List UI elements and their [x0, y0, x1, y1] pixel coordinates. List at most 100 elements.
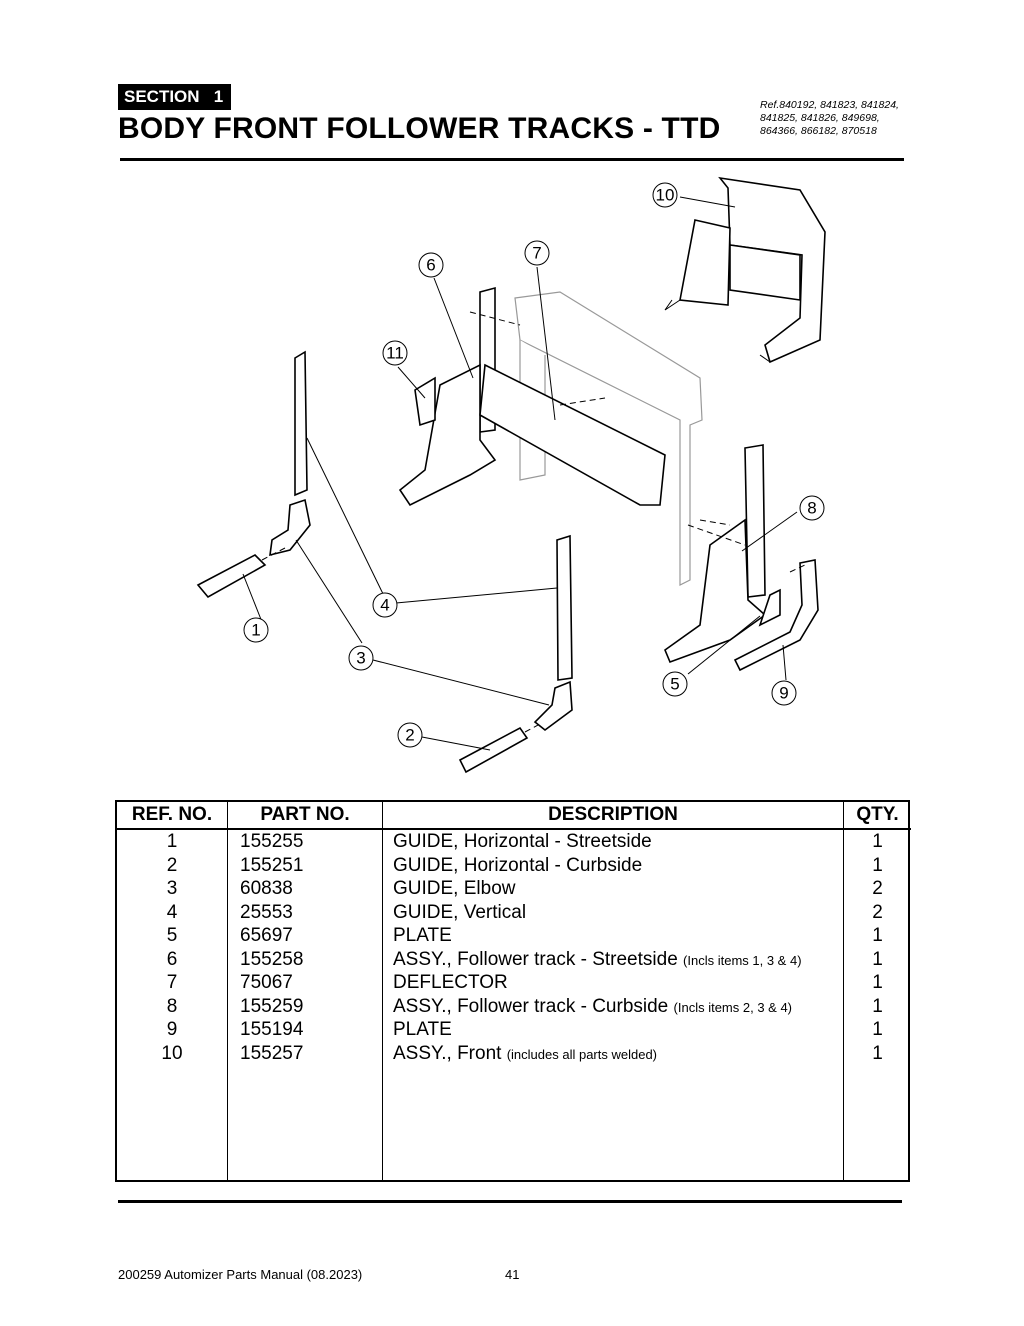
table-cell-description: ASSY., Follower track - Streetside (Incl… [383, 948, 843, 972]
svg-text:5: 5 [670, 675, 679, 694]
page-number: 41 [505, 1267, 520, 1282]
table-cell-description: GUIDE, Horizontal - Streetside [383, 830, 843, 854]
callout-8: 8 [799, 495, 825, 521]
footer-manual-title: 200259 Automizer Parts Manual (08.2023) [118, 1267, 363, 1282]
table-cell-qty: 1 [872, 831, 883, 852]
vertical-guide-drawing [294, 350, 308, 497]
callout-9: 9 [771, 680, 797, 706]
header-ref-no: REF. NO. [117, 802, 228, 830]
table-cell-description: GUIDE, Elbow [383, 877, 843, 901]
header-part-no: PART NO. [227, 802, 383, 830]
section-badge: SECTION 1 [118, 84, 232, 110]
plate-rear-drawing [733, 559, 819, 672]
table-cell-qty: 2 [872, 901, 883, 923]
callout-6: 6 [418, 252, 444, 278]
exploded-parts-diagram: 1 2 3 4 5 6 7 8 9 10 11 [196, 176, 826, 774]
table-cell-ref: 5 [166, 925, 178, 946]
table-cell-description: DEFLECTOR [383, 971, 843, 995]
description-note: (Incls items 1, 3 & 4) [683, 952, 802, 968]
header-description: DESCRIPTION [382, 802, 844, 830]
table-cell-ref: 6 [166, 948, 178, 970]
table-header-row: REF. NO. PART NO. DESCRIPTION QTY. [117, 802, 911, 830]
table-cell-ref: 10 [161, 1042, 183, 1064]
description-note: (includes all parts welded) [506, 1046, 658, 1062]
description-text: GUIDE, Horizontal - Curbside [393, 854, 643, 876]
horizontal-guide-curbside-drawing [458, 723, 541, 774]
table-cell-part: 155258 [240, 948, 304, 970]
table-cell-description: ASSY., Front (includes all parts welded) [383, 1042, 843, 1066]
callout-3: 3 [348, 645, 374, 671]
svg-text:6: 6 [426, 256, 435, 275]
table-cell-part: 155259 [240, 995, 304, 1017]
header-qty: QTY. [843, 802, 911, 830]
svg-text:8: 8 [807, 499, 816, 518]
description-text: GUIDE, Horizontal - Streetside [393, 831, 652, 852]
streetside-follower-track-drawing [398, 286, 666, 507]
callout-1: 1 [243, 617, 269, 643]
header-rule [120, 158, 904, 161]
table-cell-description: ASSY., Follower track - Curbside (Incls … [383, 995, 843, 1019]
callout-4: 4 [372, 592, 398, 618]
svg-text:11: 11 [386, 344, 404, 363]
table-cell-ref: 7 [166, 972, 178, 993]
table-cell-qty: 1 [872, 1042, 883, 1064]
table-cell-part: 155255 [240, 831, 304, 852]
table-cell-qty: 1 [872, 972, 883, 993]
table-cell-qty: 1 [872, 995, 883, 1017]
table-cell-description: GUIDE, Vertical [383, 901, 843, 925]
callout-7: 7 [524, 240, 550, 266]
table-cell-part: 65697 [240, 925, 293, 946]
table-cell-qty: 2 [872, 878, 883, 899]
description-note: (Incls items 2, 3 & 4) [673, 999, 793, 1015]
description-text: ASSY., Follower track - Curbside [393, 995, 669, 1017]
table-cell-ref: 3 [166, 878, 178, 899]
table-cell-ref: 2 [166, 854, 178, 876]
table-cell-part: 155194 [240, 1019, 304, 1040]
plate-curbside-drawing [758, 588, 781, 627]
elbow-guide-drawing [269, 498, 311, 557]
table-cell-qty: 1 [872, 1019, 883, 1040]
description-text: ASSY., Follower track - Streetside [393, 948, 678, 970]
table-cell-part: 155251 [240, 854, 304, 876]
description-text: GUIDE, Vertical [393, 901, 527, 923]
reference-line: 864366, 866182, 870518 [760, 125, 877, 137]
table-cell-qty: 1 [872, 854, 883, 876]
table-cell-description: PLATE [383, 924, 843, 948]
svg-text:7: 7 [532, 244, 541, 263]
table-cell-qty: 1 [872, 948, 883, 970]
page-title: BODY FRONT FOLLOWER TRACKS - TTD [118, 112, 721, 145]
table-cell-ref: 9 [166, 1019, 178, 1040]
description-text: DEFLECTOR [393, 972, 508, 993]
table-cell-description: GUIDE, Horizontal - Curbside [383, 854, 843, 878]
table-cell-ref: 8 [166, 995, 178, 1017]
table-cell-part: 155257 [240, 1042, 304, 1064]
callout-5: 5 [662, 671, 688, 697]
description-text: PLATE [393, 1019, 452, 1040]
svg-text:1: 1 [251, 621, 260, 640]
table-cell-qty: 1 [872, 925, 883, 946]
table-cell-part: 75067 [240, 972, 293, 993]
description-text: PLATE [393, 925, 452, 946]
table-cell-part: 60838 [240, 878, 293, 899]
svg-text:9: 9 [779, 684, 788, 703]
table-cell-ref: 4 [166, 901, 178, 923]
vertical-guide-right-drawing [533, 534, 573, 732]
horizontal-guide-streetside-drawing [196, 547, 286, 599]
svg-text:2: 2 [405, 726, 414, 745]
callout-2: 2 [397, 722, 423, 748]
callout-11: 11 [382, 340, 408, 366]
svg-text:4: 4 [380, 596, 389, 615]
description-text: ASSY., Front [393, 1042, 502, 1064]
table-cell-part: 25553 [240, 901, 293, 923]
front-assembly-drawing [664, 176, 826, 364]
reference-numbers: Ref.840192, 841823, 841824, 841825, 8418… [760, 99, 960, 138]
reference-line: Ref.840192, 841823, 841824, [760, 99, 899, 111]
description-text: GUIDE, Elbow [393, 878, 516, 899]
table-cell-description: PLATE [383, 1018, 843, 1042]
